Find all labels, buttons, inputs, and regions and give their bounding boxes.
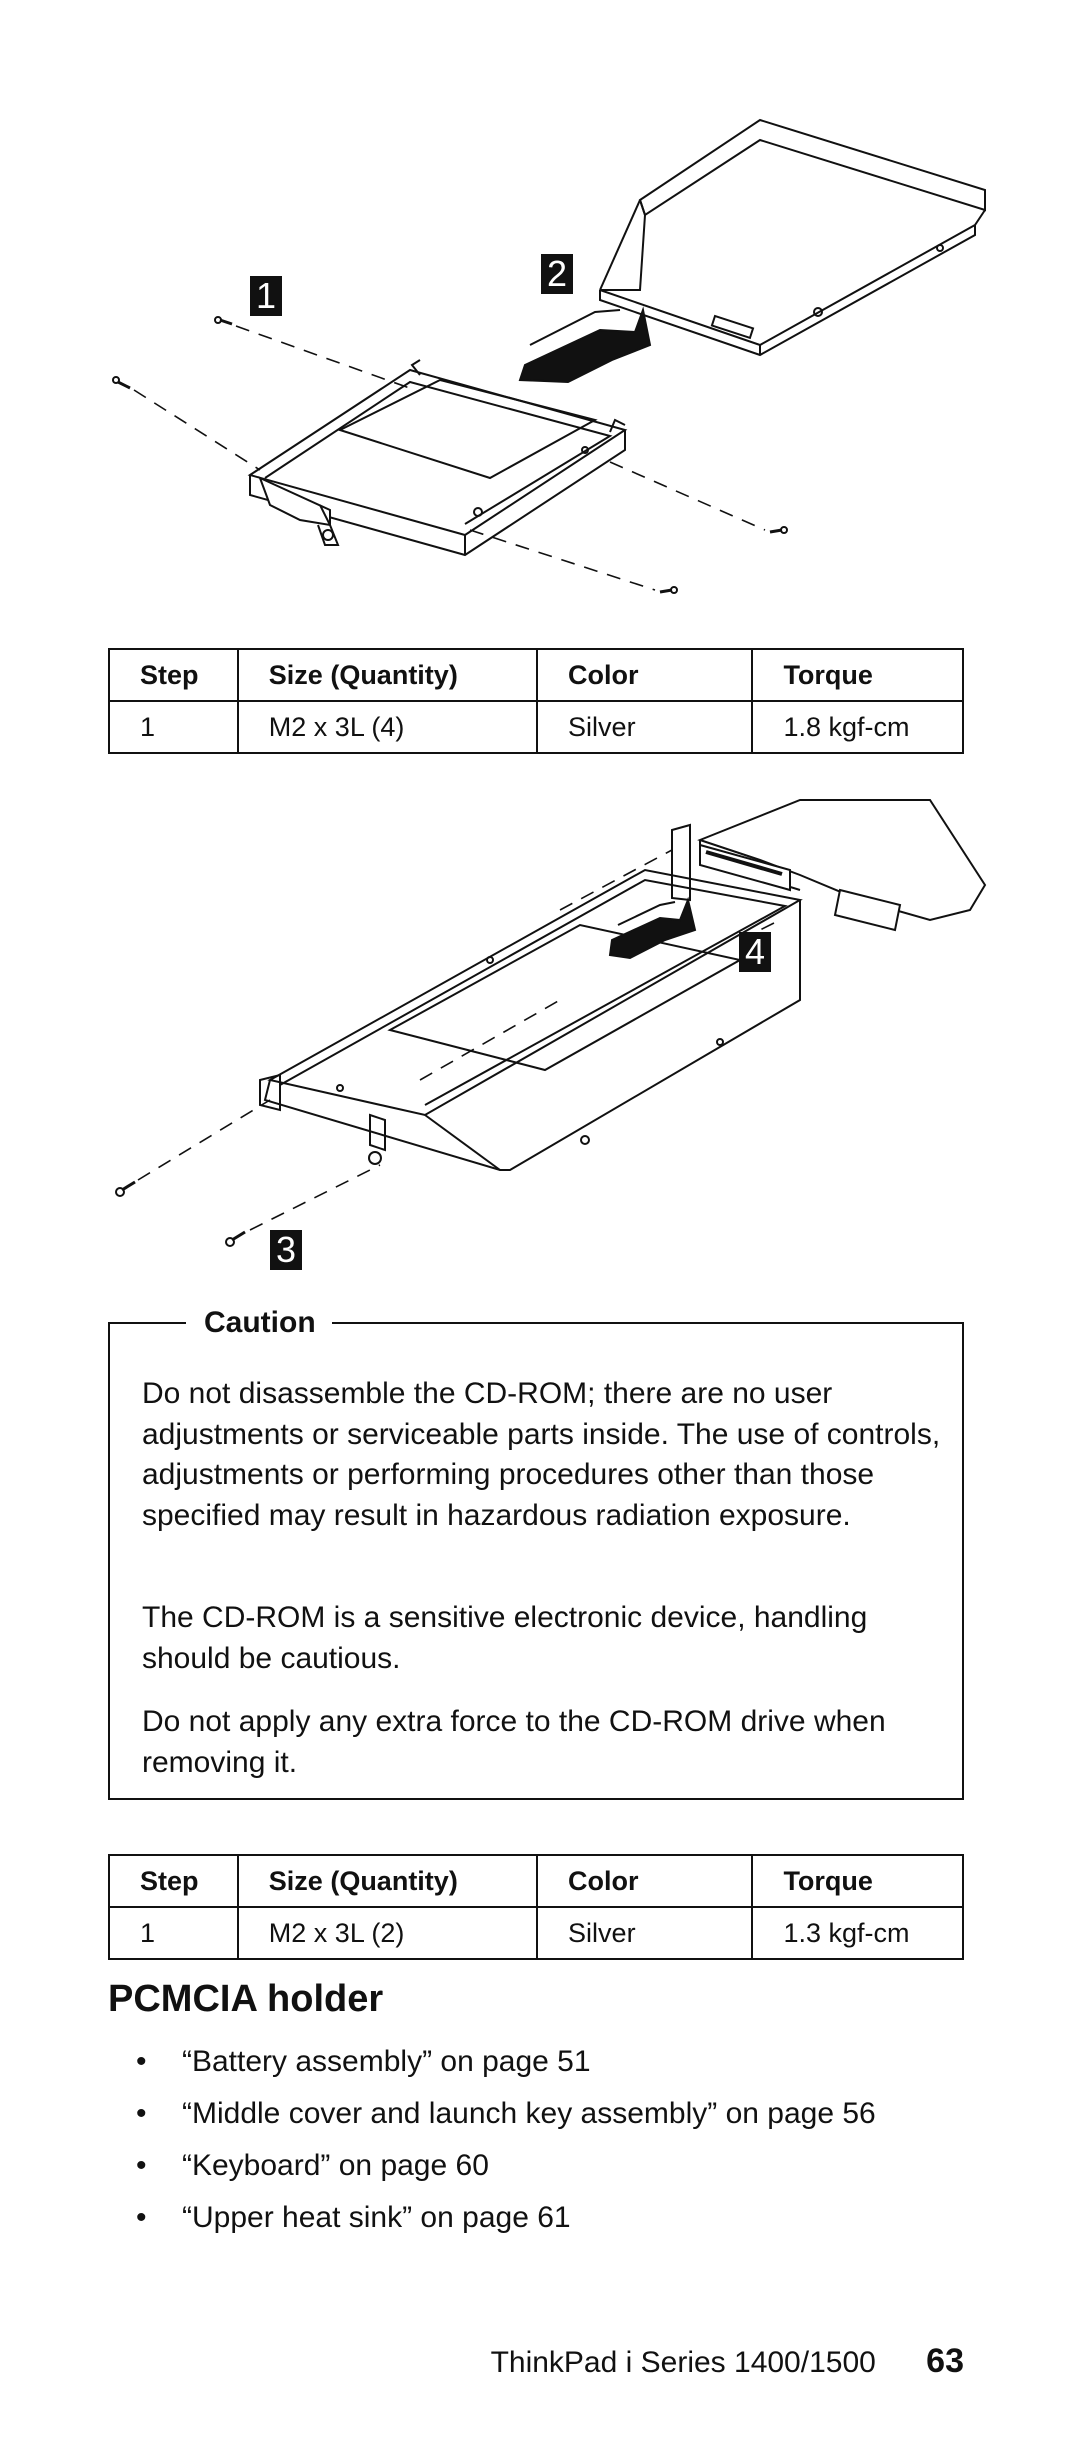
table-header-row: Step Size (Quantity) Color Torque (108, 1854, 964, 1908)
bullet-icon: • (136, 2201, 147, 2234)
cell-step: 1 (108, 1906, 239, 1960)
caution-paragraph-2: The CD-ROM is a sensitive electronic dev… (142, 1601, 868, 1675)
col-color: Color (536, 1854, 754, 1908)
callout-step-2: 2 (541, 254, 573, 294)
cell-size: M2 x 3L (4) (236, 700, 539, 754)
col-size: Size (Quantity) (236, 648, 539, 702)
cell-torque: 1.3 kgf-cm (751, 1906, 964, 1960)
bullet-icon: • (136, 2097, 147, 2130)
removal-arrow (518, 306, 652, 384)
col-step: Step (108, 648, 239, 702)
list-item[interactable]: • “Keyboard” on page 60 (136, 2144, 876, 2196)
caution-title: Caution (186, 1306, 332, 1340)
link-keyboard[interactable]: “Keyboard” on page 60 (182, 2149, 489, 2182)
col-torque: Torque (751, 1854, 964, 1908)
footer-title: ThinkPad i Series 1400/1500 (490, 2346, 876, 2379)
col-color: Color (536, 648, 754, 702)
callout-step-1: 1 (250, 276, 282, 316)
table-row: 1 M2 x 3L (4) Silver 1.8 kgf-cm (108, 700, 964, 754)
callout-step-4: 4 (739, 932, 771, 972)
caution-paragraph-3: Do not apply any extra force to the CD-R… (142, 1705, 886, 1779)
prerequisite-list: • “Battery assembly” on page 51 • “Middl… (136, 2040, 876, 2248)
cell-color: Silver (536, 700, 754, 754)
figure-cdrom-bracket: 1 2 (0, 0, 1080, 640)
table-row: 1 M2 x 3L (2) Silver 1.3 kgf-cm (108, 1906, 964, 1960)
bullet-icon: • (136, 2149, 147, 2182)
callout-step-3: 3 (270, 1230, 302, 1270)
screw-spec-table-1: Step Size (Quantity) Color Torque 1 M2 x… (108, 648, 964, 754)
cell-size: M2 x 3L (2) (236, 1906, 539, 1960)
page-number: 63 (926, 2342, 964, 2380)
removal-arrow-2 (608, 896, 697, 960)
section-title: PCMCIA holder (108, 1978, 384, 2020)
cell-torque: 1.8 kgf-cm (751, 700, 964, 754)
list-item[interactable]: • “Upper heat sink” on page 61 (136, 2196, 876, 2248)
figure-bracket-connector: 4 3 (0, 780, 1080, 1300)
screw-spec-table-2: Step Size (Quantity) Color Torque 1 M2 x… (108, 1854, 964, 1960)
list-item[interactable]: • “Middle cover and launch key assembly”… (136, 2092, 876, 2144)
col-torque: Torque (751, 648, 964, 702)
bullet-icon: • (136, 2045, 147, 2078)
page-footer: ThinkPad i Series 1400/1500 63 (491, 2342, 964, 2381)
cell-step: 1 (108, 700, 239, 754)
col-step: Step (108, 1854, 239, 1908)
caution-box: Caution Do not disassemble the CD-ROM; t… (108, 1306, 964, 1800)
link-middle-cover[interactable]: “Middle cover and launch key assembly” o… (182, 2097, 876, 2130)
bracket-connector-illustration (115, 799, 987, 1247)
link-battery-assembly[interactable]: “Battery assembly” on page 51 (182, 2045, 591, 2078)
cell-color: Silver (536, 1906, 754, 1960)
caution-paragraph-1: Do not disassemble the CD-ROM; there are… (142, 1377, 941, 1532)
list-item[interactable]: • “Battery assembly” on page 51 (136, 2040, 876, 2092)
cdrom-bracket-illustration (112, 118, 986, 594)
link-upper-heat-sink[interactable]: “Upper heat sink” on page 61 (182, 2201, 571, 2234)
table-header-row: Step Size (Quantity) Color Torque (108, 648, 964, 702)
col-size: Size (Quantity) (236, 1854, 539, 1908)
